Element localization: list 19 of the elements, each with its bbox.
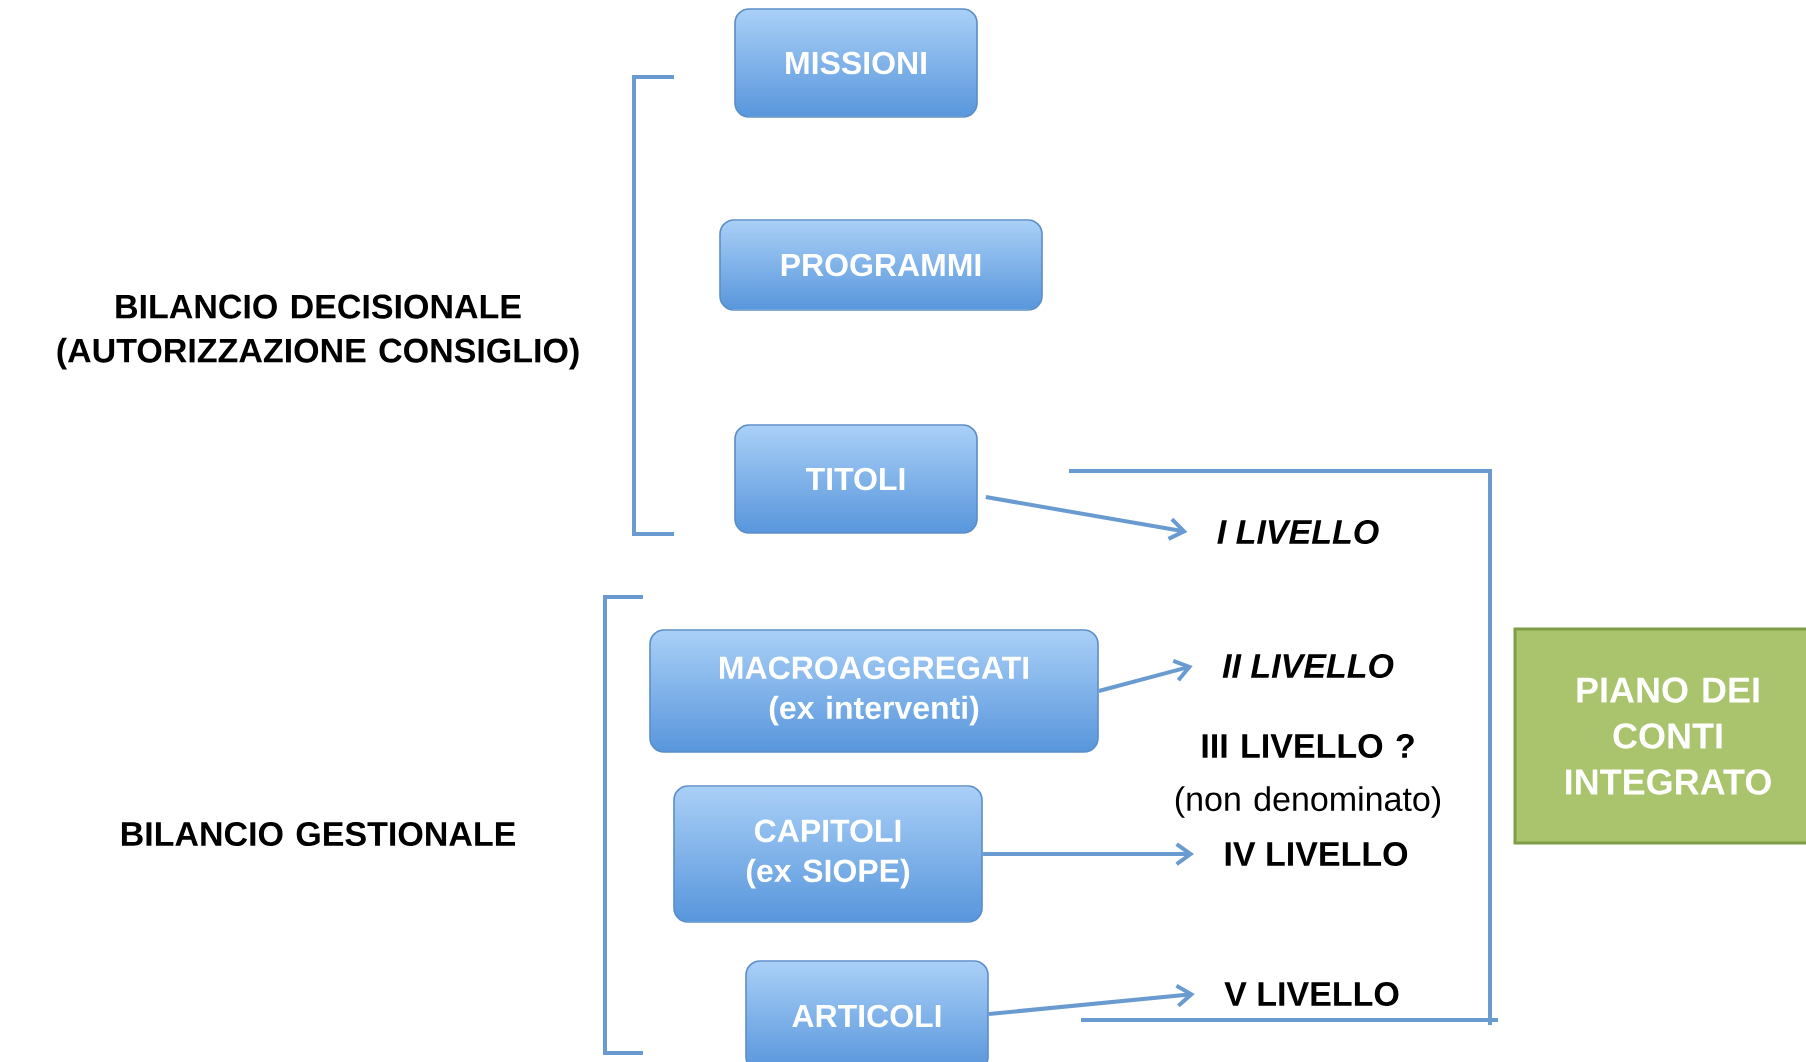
process-box: MACROAGGREGATI (ex interventi) <box>649 629 1099 753</box>
level-label: III LIVELLO ? <box>1202 733 1414 759</box>
level-label: V LIVELLO <box>1224 981 1399 1007</box>
side-label: BILANCIO DECISIONALE (AUTORIZZAZIONE CONSIGLIO) <box>57 294 579 370</box>
process-box: TITOLI <box>734 424 978 534</box>
process-box: MISSIONI <box>734 8 978 118</box>
level-note: (non denominato) <box>1175 786 1441 818</box>
level-label: IV LIVELLO <box>1225 841 1408 867</box>
process-box: CAPITOLI (ex SIOPE) <box>673 785 983 923</box>
process-box: ARTICOLI <box>745 960 989 1062</box>
arrow <box>985 495 1188 541</box>
process-box: PROGRAMMI <box>719 219 1043 311</box>
arrow <box>1098 658 1193 693</box>
arrow <box>988 984 1195 1016</box>
result-box: PIANO DEI CONTI INTEGRATO <box>1513 627 1806 845</box>
side-label: BILANCIO GESTIONALE <box>121 821 516 847</box>
arrow <box>982 842 1195 866</box>
level-label: I LIVELLO <box>1217 519 1379 545</box>
level-label: II LIVELLO <box>1222 653 1394 679</box>
